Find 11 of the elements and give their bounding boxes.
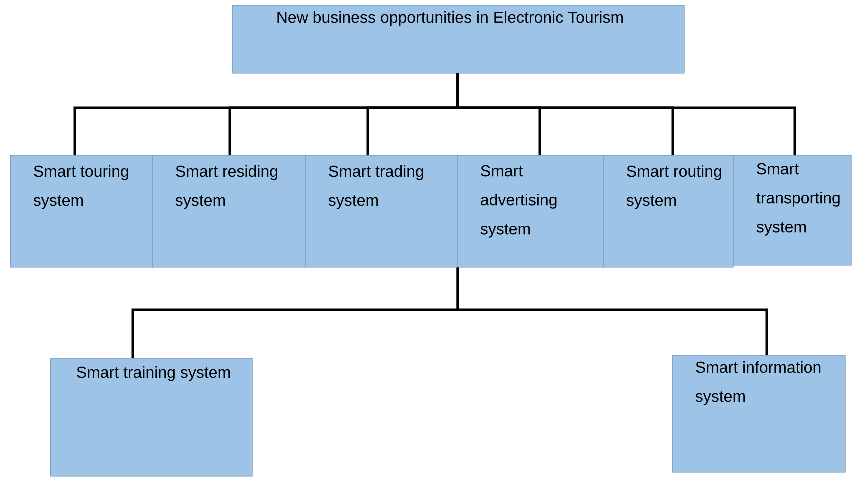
system-box: Smart routing system [603, 155, 734, 268]
system-box: Smart touring system [10, 155, 153, 268]
system-box: Smart residing system [152, 155, 306, 268]
system-box: Smart advertising system [457, 155, 604, 268]
system-box: Smart transporting system [733, 155, 852, 266]
connector-line [456, 268, 768, 355]
system-box: Smart trading system [305, 155, 458, 268]
system-box: Smart information system [672, 355, 846, 473]
system-box: Smart training system [50, 358, 253, 477]
title-box: New business opportunities in Electronic Tourism [232, 5, 685, 74]
connector-line [456, 74, 796, 155]
